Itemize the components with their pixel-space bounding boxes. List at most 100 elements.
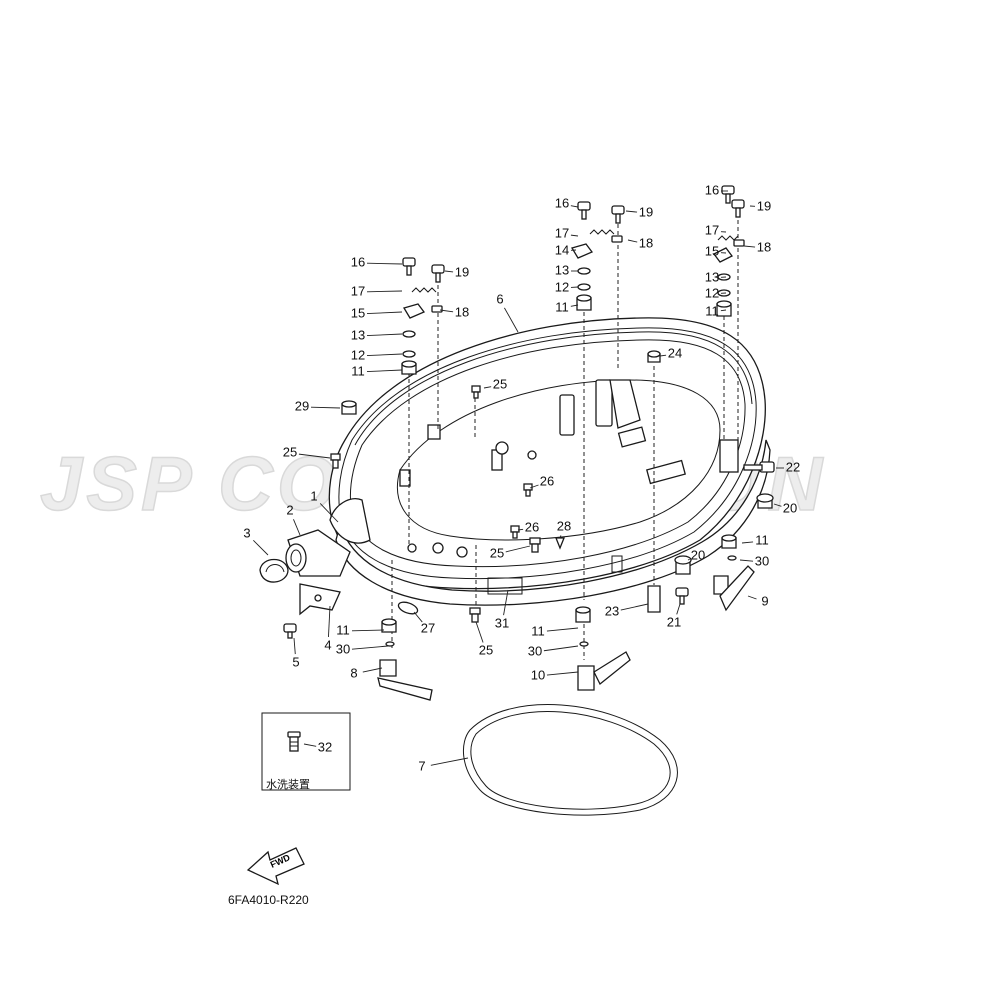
assembly-axes — [391, 220, 739, 660]
callout-number: 18 — [757, 239, 771, 254]
callout-number: 17 — [555, 225, 569, 240]
leader-line — [475, 621, 484, 643]
leader-line — [366, 311, 403, 315]
callout-number: 6 — [496, 291, 503, 306]
callout-c14: 14 — [555, 242, 577, 257]
leader-line — [570, 205, 579, 208]
callout-number: 23 — [605, 603, 619, 618]
callout-number: 7 — [418, 758, 425, 773]
callout-number: 25 — [479, 642, 493, 657]
callout-c18b: 18 — [627, 235, 653, 250]
callout-c11f: 11 — [531, 623, 579, 638]
callout-number: 16 — [705, 182, 719, 197]
callout-number: 31 — [495, 615, 509, 630]
callout-number: 1 — [310, 488, 317, 503]
callout-c7: 7 — [418, 757, 469, 773]
callout-c12c: 12 — [705, 285, 727, 300]
callout-c29: 29 — [295, 398, 341, 413]
callout-c32: 32 — [303, 739, 332, 754]
callout-number: 17 — [351, 283, 365, 298]
callout-number: 16 — [351, 254, 365, 269]
callout-c31: 31 — [495, 589, 509, 630]
callout-c2: 2 — [286, 502, 301, 536]
fastener-stack-center — [571, 201, 625, 311]
callout-c25a: 25 — [483, 376, 507, 391]
callout-c3: 3 — [243, 525, 269, 556]
callout-number: 15 — [705, 243, 719, 258]
lock-levers — [377, 565, 755, 701]
callout-c19c: 19 — [749, 198, 771, 213]
callout-number: 2 — [286, 502, 293, 517]
callout-number: 12 — [555, 279, 569, 294]
callout-c11d: 11 — [741, 532, 769, 547]
callout-number: 11 — [336, 622, 350, 637]
callout-number: 11 — [531, 623, 545, 638]
leader-line — [310, 406, 341, 409]
leader-line — [351, 629, 385, 632]
callout-number: 4 — [324, 637, 331, 652]
fwd-arrow: FWD — [246, 847, 305, 886]
callout-number: 11 — [705, 303, 719, 318]
callout-c5: 5 — [292, 637, 300, 669]
leader-line — [659, 354, 667, 357]
leader-line — [743, 245, 756, 248]
callout-c11e: 11 — [336, 622, 385, 637]
leader-line — [298, 453, 331, 459]
leader-line — [444, 270, 454, 273]
callout-number: 3 — [243, 525, 250, 540]
callout-number: 30 — [755, 553, 769, 568]
callout-number: 26 — [540, 473, 554, 488]
callout-number: 19 — [455, 264, 469, 279]
callout-c25c: 25 — [490, 545, 531, 560]
callout-number: 18 — [639, 235, 653, 250]
leader-line — [253, 540, 269, 556]
leader-line — [529, 484, 539, 489]
callout-number: 15 — [351, 305, 365, 320]
callout-number: 22 — [786, 459, 800, 474]
leader-line — [739, 559, 754, 562]
callout-c18a: 18 — [439, 304, 469, 319]
callout-number: 8 — [350, 665, 357, 680]
callout-c20b: 20 — [687, 547, 705, 562]
callout-number: 20 — [783, 500, 797, 515]
callout-c20a: 20 — [773, 500, 797, 515]
hose-fitting — [259, 529, 351, 639]
leader-line — [517, 528, 524, 531]
callout-c16b: 16 — [555, 195, 579, 210]
leader-line — [504, 307, 519, 333]
callout-number: 25 — [493, 376, 507, 391]
leader-line — [741, 541, 754, 544]
leader-line — [413, 611, 423, 623]
leader-line — [625, 210, 638, 213]
callout-c13a: 13 — [351, 327, 403, 342]
leader-line — [676, 603, 681, 615]
callout-c13b: 13 — [555, 262, 578, 277]
callout-c27: 27 — [413, 611, 435, 635]
callout-number: 30 — [528, 643, 542, 658]
callout-c26b: 26 — [517, 519, 539, 534]
callout-c9: 9 — [747, 593, 769, 608]
callout-c18c: 18 — [743, 239, 771, 254]
callout-number: 14 — [555, 242, 569, 257]
callout-number: 28 — [557, 518, 571, 533]
leader-line — [773, 503, 782, 507]
callout-number: 18 — [455, 304, 469, 319]
callout-c13c: 13 — [705, 269, 727, 284]
leader-line — [570, 304, 579, 307]
callout-c1: 1 — [310, 488, 339, 523]
callout-number: 12 — [351, 347, 365, 362]
callout-c8: 8 — [350, 665, 383, 680]
leader-line — [747, 595, 757, 600]
callout-number: 32 — [318, 739, 332, 754]
callout-number: 25 — [490, 545, 504, 560]
inset-caption: 水洗装置 — [266, 778, 310, 791]
leader-line — [503, 589, 509, 616]
leader-line — [303, 743, 317, 747]
leader-line — [627, 239, 638, 243]
leader-line — [570, 234, 579, 237]
leader-line — [319, 503, 339, 523]
leader-line — [546, 627, 579, 632]
callout-c6: 6 — [496, 291, 519, 333]
callout-c30a: 30 — [739, 553, 769, 568]
callout-c30c: 30 — [528, 643, 579, 658]
